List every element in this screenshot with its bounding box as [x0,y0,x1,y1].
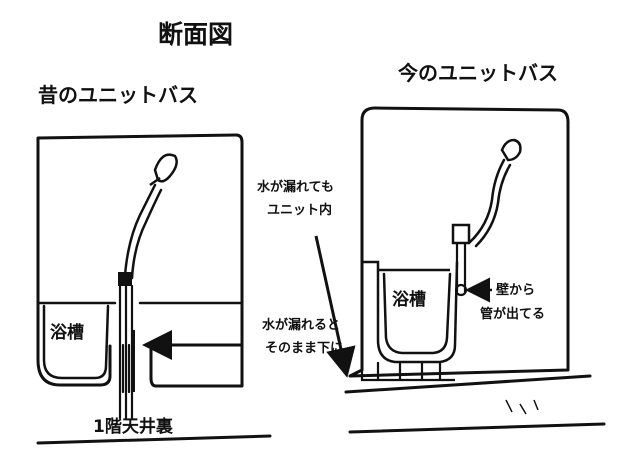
old-faucet [118,272,132,286]
new-pipe-note-line1: 壁から [496,282,535,298]
old-floor-line [36,434,272,445]
right-heading: 今のユニットバス [398,61,558,85]
old-tub-label: 浴槽 [50,322,84,343]
old-leak-note-line2: そのまま下に [265,341,343,356]
old-floor-label: 1階天井裏 [93,416,174,437]
new-shower-head [500,138,522,162]
old-shower-hose [123,183,163,280]
diagram-title: 断面図 [158,20,233,49]
new-floor-line [344,374,592,394]
old-leak-note-line1: 水が漏れると [262,317,340,333]
new-faucet [451,223,471,245]
new-tub-base [360,362,455,382]
new-leak-arrow [314,235,356,378]
new-leak-note-line1: 水が漏れても [257,179,334,195]
new-unit-enclosure [348,106,570,378]
old-drain-pipes [118,284,134,420]
new-pipe-note-line2: 管が出てる [480,306,545,322]
left-heading: 昔のユニットバス [38,83,198,107]
new-leak-note-line2: ユニット内 [267,202,332,218]
new-tub-label: 浴槽 [392,289,426,310]
new-shower-hose [468,158,512,248]
new-ceiling-line [348,422,606,434]
old-bathtub [42,304,110,380]
old-unit-enclosure [36,133,244,388]
drip-marks [505,399,539,415]
new-tub-outer [361,260,459,364]
old-shower-head [153,153,178,183]
new-bathtub [382,272,452,355]
